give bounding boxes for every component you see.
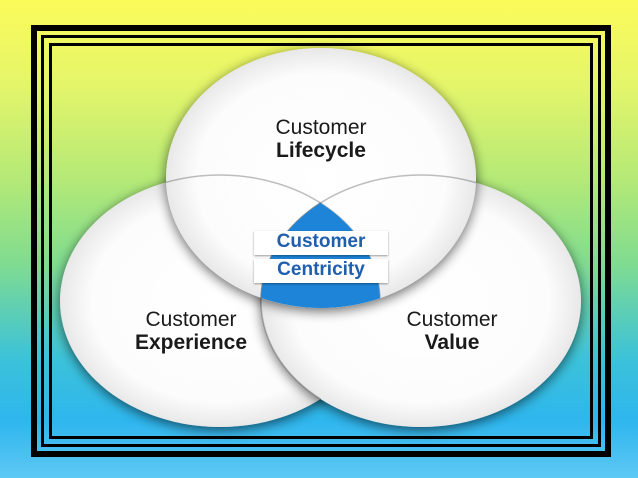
label-value: Customer Value xyxy=(372,309,532,353)
overlap-outline-bottom xyxy=(260,175,380,427)
inner-frame xyxy=(41,35,601,447)
label-lifecycle-line2: Lifecycle xyxy=(276,139,366,162)
center-label-line2: Centricity xyxy=(254,259,388,283)
outer-frame xyxy=(31,25,611,457)
label-experience-line2: Experience xyxy=(134,331,248,354)
label-value-line2: Value xyxy=(424,331,480,354)
label-experience-line1: Customer xyxy=(145,308,237,331)
label-lifecycle: Customer Lifecycle xyxy=(241,117,401,161)
label-lifecycle-line1: Customer xyxy=(275,116,367,139)
label-experience: Customer Experience xyxy=(106,309,276,353)
label-value-line1: Customer xyxy=(406,308,498,331)
inner-frame-2 xyxy=(49,43,593,439)
circle-lifecycle xyxy=(166,48,476,308)
center-label-line1: Customer xyxy=(254,231,388,255)
